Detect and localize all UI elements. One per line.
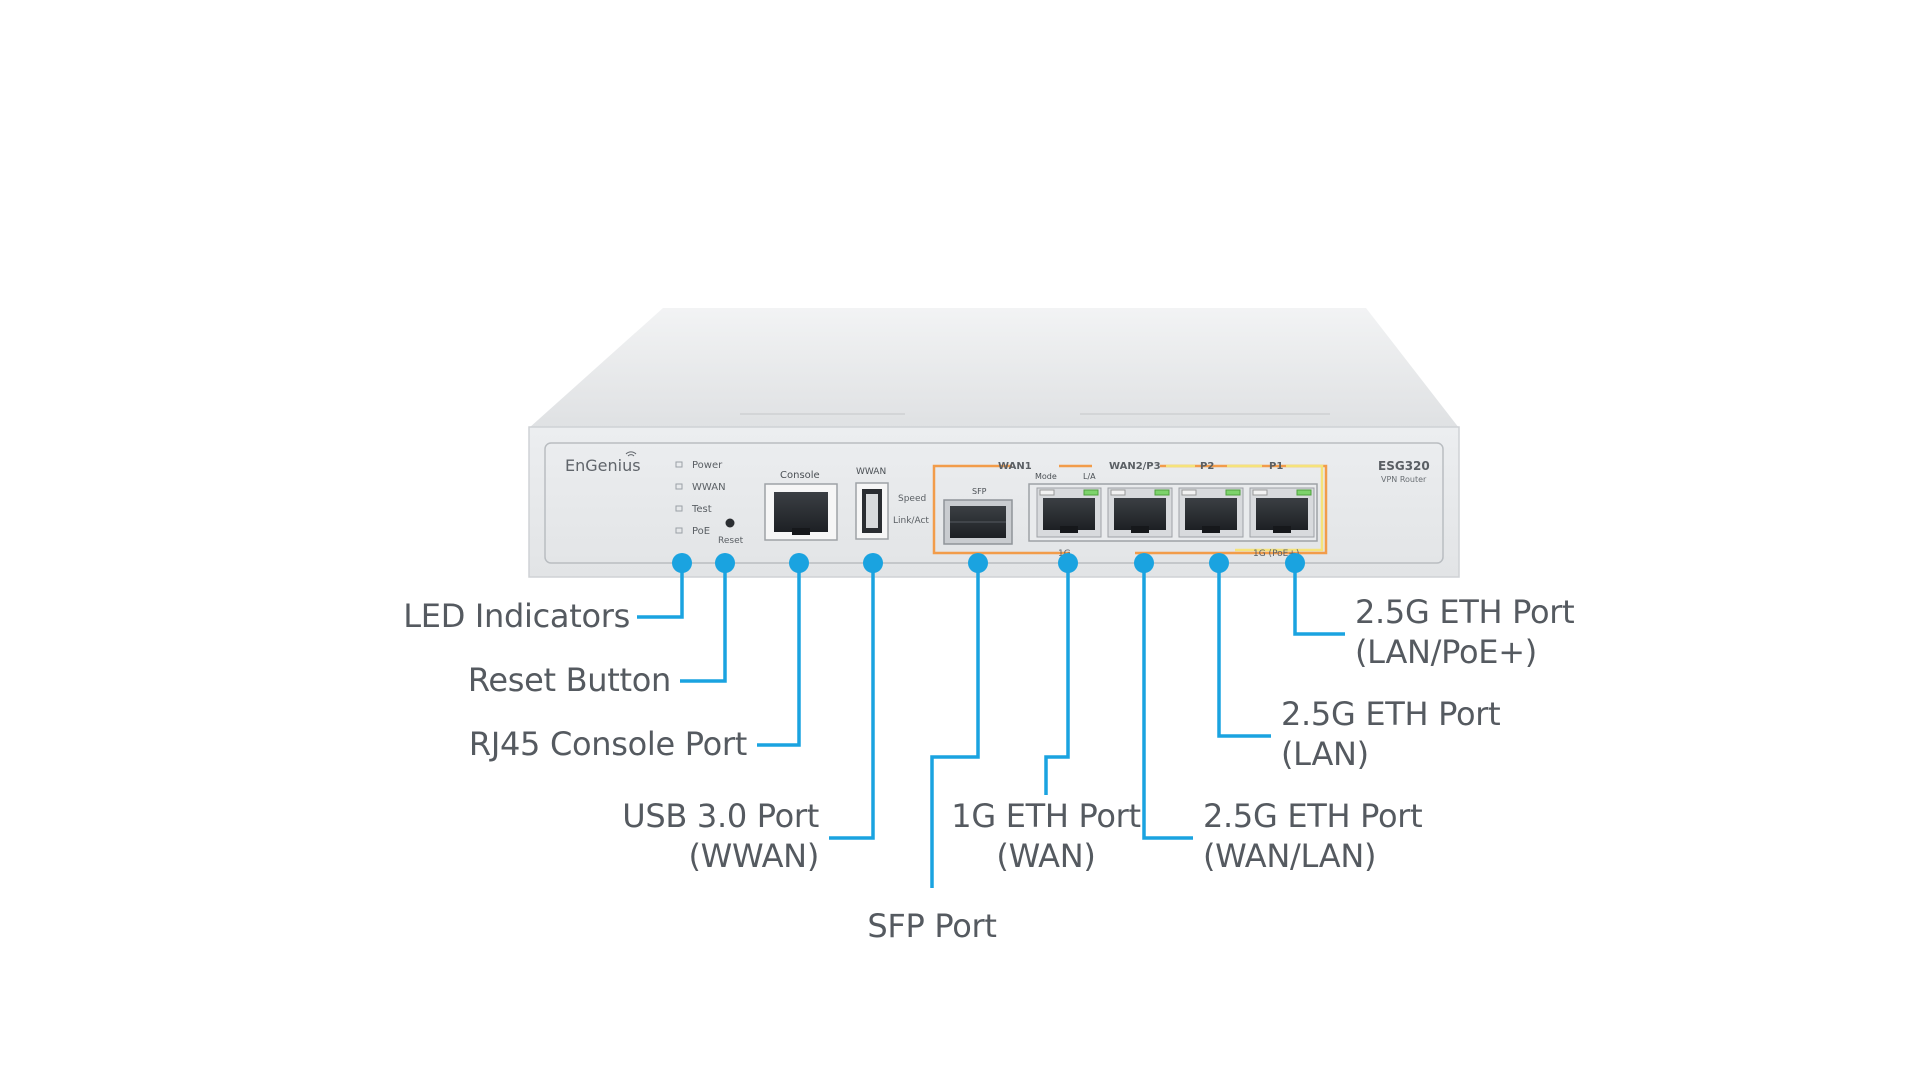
callout-sfp-text: SFP Port (867, 907, 997, 945)
wwan-label: WWAN (856, 467, 886, 477)
callout-console-port: RJ45 Console Port (469, 724, 747, 764)
usb-port[interactable] (855, 482, 889, 540)
console-label: Console (780, 470, 820, 481)
wwan-led (675, 483, 683, 490)
callout-led-indicators: LED Indicators (403, 596, 630, 636)
callout-1g-line1: 1G ETH Port (951, 797, 1141, 835)
test-led (675, 505, 683, 512)
callout-reset-text: Reset Button (467, 661, 671, 699)
eth-port-1g-wan[interactable] (1036, 487, 1102, 538)
led-label-wwan: WWAN (692, 482, 726, 493)
sfp-label: SFP (972, 487, 987, 496)
callout-2-5g-lan-line2: (LAN) (1281, 735, 1369, 773)
g1poe-label: 1G (PoE+) (1253, 549, 1299, 559)
dot-console (789, 553, 809, 573)
leader-1g (1044, 563, 1070, 795)
led-label-test: Test (691, 504, 712, 515)
eth-port-2-5g-wan-lan[interactable] (1107, 487, 1173, 538)
lan-port-frame (1166, 464, 1324, 552)
callout-reset-button: Reset Button (468, 660, 671, 700)
callout-2-5g-lan-port: 2.5G ETH Port (LAN) (1281, 694, 1501, 774)
p2-label: P2 (1200, 461, 1214, 472)
leader-2-5g-poe (1293, 563, 1345, 636)
callout-2-5g-wan-line2: (WAN/LAN) (1203, 837, 1377, 875)
callout-2-5g-wan-lan-port: 2.5G ETH Port (WAN/LAN) (1203, 796, 1423, 876)
callout-2-5g-poe-line2: (LAN/PoE+) (1355, 633, 1537, 671)
wifi-icon (625, 451, 637, 457)
led-indicators: Power WWAN Test PoE (675, 460, 726, 537)
dot-2-5g-lan (1209, 553, 1229, 573)
callout-usb-line1: USB 3.0 Port (622, 797, 819, 835)
callout-2-5g-lan-line1: 2.5G ETH Port (1281, 695, 1501, 733)
callout-usb-line2: (WWAN) (688, 837, 819, 875)
la-label: L/A (1083, 472, 1096, 481)
led-label-power: Power (692, 460, 723, 471)
eth-port-2-5g-lan[interactable] (1178, 487, 1244, 538)
mode-label: Mode (1035, 472, 1057, 481)
reset-label: Reset (718, 536, 744, 546)
eth-port-2-5g-lan-poe[interactable] (1249, 487, 1315, 538)
leader-usb (829, 563, 875, 840)
dot-2-5g-poe (1285, 553, 1305, 573)
callout-usb-port: USB 3.0 Port (WWAN) (622, 796, 819, 876)
router-front-inset (544, 442, 1444, 564)
wan1-label: WAN1 (998, 461, 1032, 472)
p1-label: P1 (1269, 461, 1283, 472)
callout-2-5g-lan-poe-port: 2.5G ETH Port (LAN/PoE+) (1355, 592, 1575, 672)
leader-console (757, 563, 801, 747)
callout-2-5g-wan-line1: 2.5G ETH Port (1203, 797, 1423, 835)
reset-button[interactable] (725, 518, 735, 528)
dot-sfp (968, 553, 988, 573)
callout-1g-eth-port: 1G ETH Port (WAN) (946, 796, 1146, 876)
led-label-poe: PoE (692, 526, 710, 537)
dot-1g (1058, 553, 1078, 573)
callout-2-5g-poe-line1: 2.5G ETH Port (1355, 593, 1575, 631)
dot-2-5g-wan (1134, 553, 1154, 573)
leader-sfp (930, 563, 980, 888)
sfp-port[interactable] (943, 499, 1013, 545)
callout-console-text: RJ45 Console Port (468, 725, 747, 763)
leader-2-5g-wan (1142, 563, 1193, 840)
leader-2-5g-lan (1217, 563, 1271, 738)
brand-logo: EnGenius (565, 456, 641, 475)
power-led (675, 461, 683, 468)
leader-dots (672, 553, 1305, 573)
dot-led (672, 553, 692, 573)
leader-led (637, 563, 684, 619)
leader-lines (637, 563, 1345, 888)
leader-reset (680, 563, 727, 683)
model-label: ESG320 (1378, 459, 1430, 473)
model-sub-label: VPN Router (1381, 475, 1427, 484)
dot-reset (715, 553, 735, 573)
dot-usb (863, 553, 883, 573)
wan2p3-label: WAN2/P3 (1109, 461, 1161, 472)
router-top-surface (529, 308, 1459, 428)
poe-led (675, 527, 683, 534)
console-port[interactable] (764, 483, 838, 541)
callout-sfp-port: SFP Port (832, 906, 1032, 946)
callout-1g-line2: (WAN) (996, 837, 1096, 875)
linkact-label: Link/Act (893, 516, 929, 526)
callout-led-text: LED Indicators (403, 597, 630, 635)
speed-label: Speed (898, 494, 926, 504)
router-body: EnGenius Power WWAN Test PoE Reset Conso… (528, 308, 1460, 578)
